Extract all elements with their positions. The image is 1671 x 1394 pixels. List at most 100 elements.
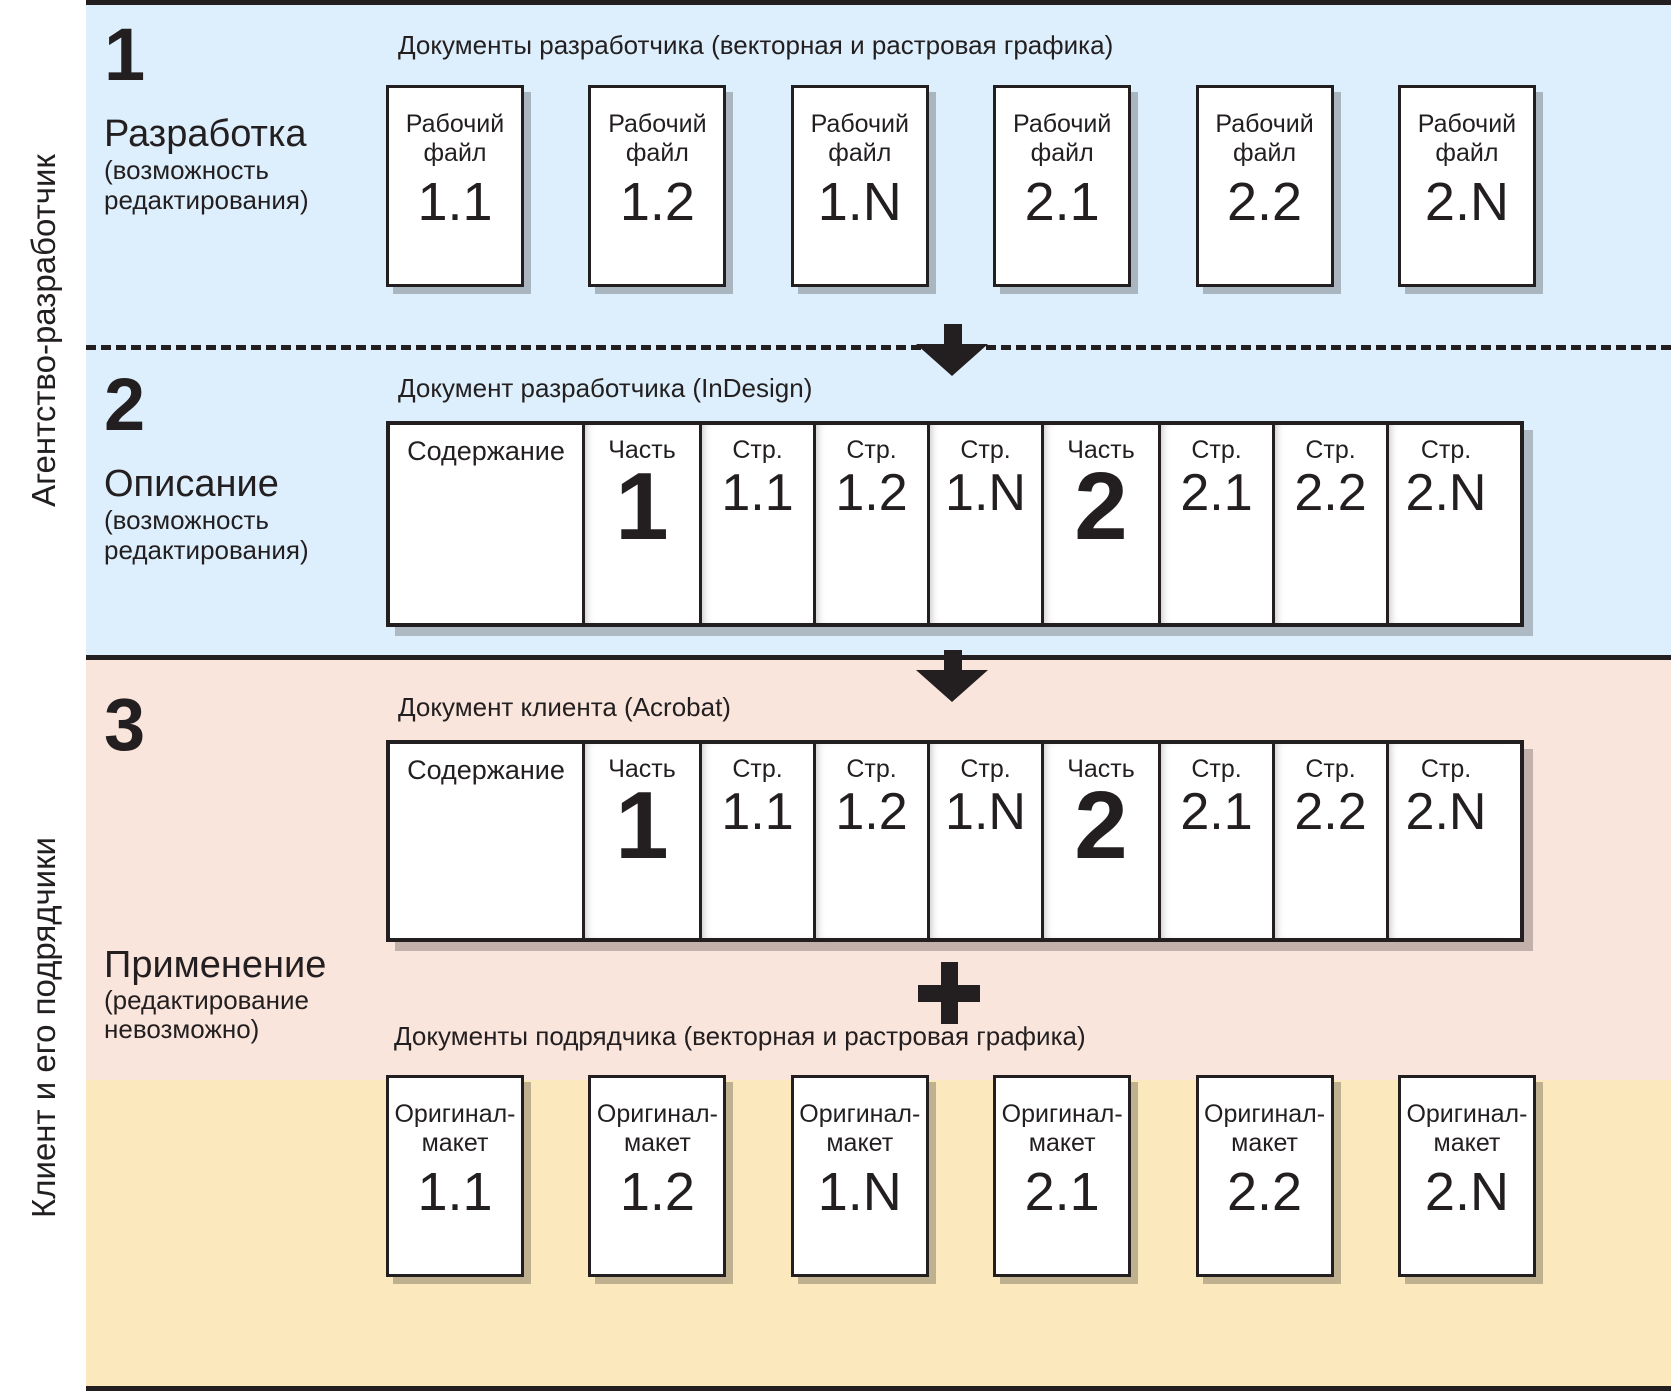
- cell-value: 2.N: [1405, 464, 1487, 523]
- page-cell: Стр.1.N: [930, 744, 1044, 938]
- caption-indesign-doc: Документ разработчика (InDesign): [398, 373, 813, 403]
- file-card-label: Оригинал- макет: [1001, 1100, 1123, 1157]
- plus-horizontal-bar: [918, 985, 980, 1002]
- stage-2-number: 2: [104, 363, 146, 446]
- cell-value: 1: [615, 772, 669, 880]
- file-card-label: Рабочий файл: [1215, 110, 1314, 167]
- cell-label: Стр.: [732, 436, 783, 464]
- stage-3-caption: Применение (редактирование невозможно): [104, 944, 394, 1044]
- arrow-head: [916, 670, 988, 702]
- cell-label: Стр.: [1191, 755, 1242, 783]
- cell-label: Стр.: [1305, 436, 1356, 464]
- divider-top: [0, 0, 1671, 5]
- file-card-value: 2.1: [1024, 1162, 1100, 1222]
- stage-3-subtitle: (редактирование невозможно): [104, 984, 309, 1044]
- cell-value: 2: [1074, 453, 1128, 561]
- cell-value: 2.2: [1294, 464, 1367, 523]
- page-cell: Стр.1.2: [816, 744, 930, 938]
- file-card-label: Оригинал- макет: [799, 1100, 921, 1157]
- cell-value: 1.2: [835, 783, 908, 842]
- stage-3-number: 3: [104, 683, 146, 766]
- down-arrow-icon: [916, 650, 988, 702]
- stage-3-title: Применение: [104, 944, 327, 986]
- file-card-label: Оригинал- макет: [1204, 1100, 1326, 1157]
- file-card-value: 1.1: [417, 1162, 493, 1222]
- cell-value: 2: [1074, 772, 1128, 880]
- cell-label: Стр.: [846, 436, 897, 464]
- role-label-developer: Агентство-разработчик: [0, 0, 86, 660]
- file-card-value: 1.2: [619, 172, 695, 232]
- page-cell: Стр.2.N: [1389, 425, 1503, 623]
- role-label-client-text: Клиент и его подрядчики: [24, 836, 62, 1218]
- divider-roles: [0, 655, 1671, 660]
- page-cell: Стр.2.N: [1389, 744, 1503, 938]
- cell-label: Стр.: [960, 436, 1011, 464]
- page-cell: Стр.1.1: [702, 425, 816, 623]
- cell-label: Стр.: [1305, 755, 1356, 783]
- cell-label: Стр.: [1420, 755, 1472, 783]
- file-card-value: 2.2: [1227, 1162, 1303, 1222]
- file-card-value: 2.1: [1024, 172, 1100, 232]
- stage-2-title: Описание: [104, 462, 279, 505]
- cell-value: 2.2: [1294, 783, 1367, 842]
- divider-bottom: [0, 1386, 1671, 1391]
- cell-value: 1.2: [835, 464, 908, 523]
- divider-dashed-stage: [86, 345, 1671, 350]
- page-cell: Стр.1.N: [930, 425, 1044, 623]
- cell-value: 1.1: [721, 464, 794, 523]
- cell-label: Часть: [1067, 436, 1135, 464]
- arrow-shaft: [944, 650, 962, 674]
- cell-value: 2.1: [1180, 464, 1253, 523]
- stage-1-subtitle: (возможность редактирования): [104, 155, 309, 215]
- file-card-value: 1.2: [619, 1162, 695, 1222]
- role-label-client: Клиент и его подрядчики: [0, 660, 86, 1394]
- stage-block-3: 3: [104, 683, 374, 766]
- arrow-head: [916, 344, 988, 376]
- file-card-value: 1.1: [417, 172, 493, 232]
- stage-1-number: 1: [104, 13, 146, 96]
- page-cell: Стр.2.2: [1275, 744, 1389, 938]
- caption-developer-files: Документы разработчика (векторная и раст…: [398, 30, 1114, 60]
- stage-2-subtitle: (возможность редактирования): [104, 505, 309, 565]
- cell-value: 1.N: [945, 464, 1026, 523]
- file-card-label: Рабочий файл: [1012, 110, 1112, 167]
- cell-label: Содержание: [407, 436, 565, 466]
- cell-label: Стр.: [732, 755, 783, 783]
- cell-label: Часть: [1067, 755, 1135, 783]
- file-card-label: Рабочий файл: [1417, 110, 1517, 167]
- cell-value: 1: [615, 453, 669, 561]
- file-card-value: 2.2: [1227, 172, 1303, 232]
- cell-label: Часть: [608, 755, 676, 783]
- cell-label: Стр.: [960, 755, 1011, 783]
- file-card-label: Оригинал- макет: [1406, 1100, 1528, 1157]
- cell-value: 1.1: [721, 783, 794, 842]
- cell-label: Содержание: [407, 755, 565, 785]
- page-cell: Стр.2.1: [1161, 425, 1275, 623]
- file-card-label: Рабочий файл: [405, 110, 505, 167]
- toc-cell: Содержание: [390, 744, 585, 938]
- page-cell: Стр.2.2: [1275, 425, 1389, 623]
- stage-block-1: 1 Разработка (возможность редактирования…: [104, 13, 374, 215]
- cell-label: Стр.: [1420, 436, 1472, 464]
- cell-value: 1.N: [945, 783, 1026, 842]
- cell-value: 2.1: [1180, 783, 1253, 842]
- page-cell: Стр.1.2: [816, 425, 930, 623]
- file-card-value: 1.N: [817, 1162, 902, 1222]
